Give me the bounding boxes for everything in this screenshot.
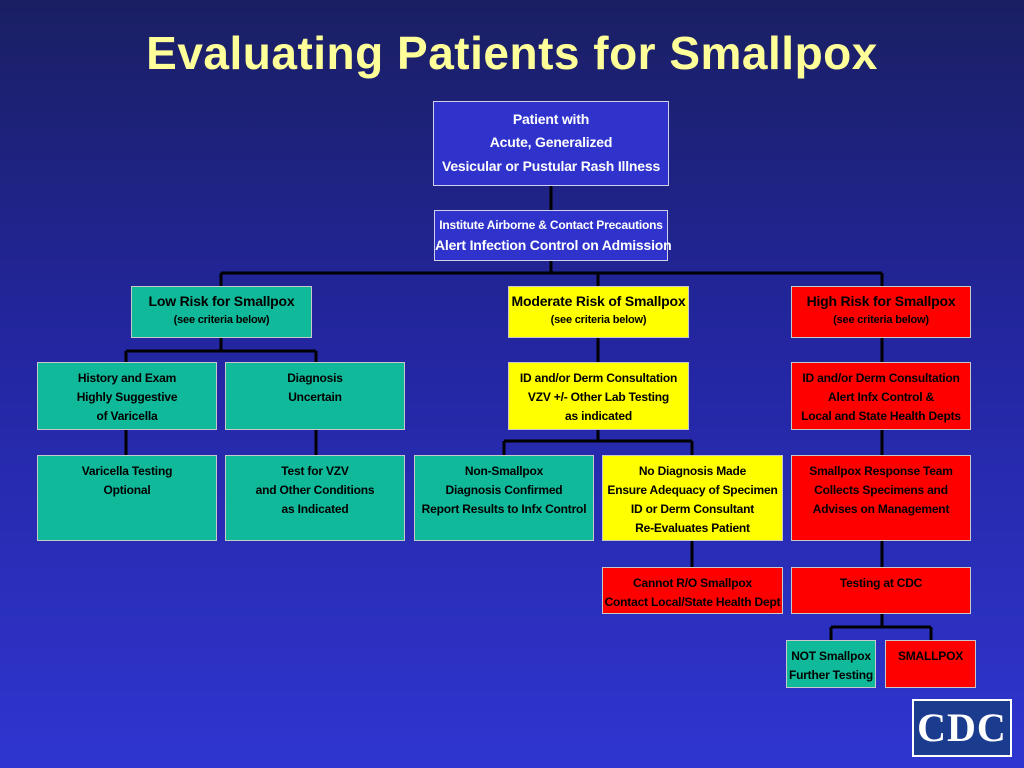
cdc-logo-text: CDC: [917, 705, 1007, 750]
precautions-box: Institute Airborne & Contact Precautions…: [434, 210, 672, 261]
non-smallpox-line-1: Non-Smallpox: [464, 464, 544, 478]
smallpox-line-1: SMALLPOX: [897, 649, 964, 663]
precautions-line-1: Institute Airborne & Contact Precautions: [439, 218, 663, 232]
patient-line-3: Vesicular or Pustular Rash Illness: [441, 158, 661, 174]
response-team-line-2: Collects Specimens and: [814, 483, 948, 497]
page-title: Evaluating Patients for Smallpox: [146, 27, 878, 79]
patient-line-1: Patient with: [512, 111, 590, 127]
moderate-consult-line-3: as indicated: [565, 409, 632, 423]
history-exam-line-1: History and Exam: [77, 371, 177, 385]
moderate-consult-line-2: VZV +/- Other Lab Testing: [527, 390, 670, 404]
no-diagnosis-line-4: Re-Evaluates Patient: [635, 521, 750, 535]
diagnosis-uncertain-line-2: Uncertain: [288, 390, 342, 404]
smallpox-box: SMALLPOX: [885, 640, 976, 688]
low-risk-box: Low Risk for Smallpox (see criteria belo…: [131, 286, 312, 338]
test-vzv-line-1: Test for VZV: [281, 464, 349, 478]
patient-box: Patient with Acute, Generalized Vesicula…: [433, 101, 669, 186]
no-diagnosis-line-2: Ensure Adequacy of Specimen: [607, 483, 778, 497]
non-smallpox-box: Non-Smallpox Diagnosis Confirmed Report …: [414, 455, 594, 541]
test-vzv-line-3: as Indicated: [281, 502, 349, 516]
cannot-ro-box: Cannot R/O Smallpox Contact Local/State …: [602, 567, 783, 614]
high-consult-line-1: ID and/or Derm Consultation: [802, 371, 960, 385]
history-exam-box: History and Exam Highly Suggestive of Va…: [37, 362, 217, 430]
no-diagnosis-box: No Diagnosis Made Ensure Adequacy of Spe…: [602, 455, 783, 541]
cannot-ro-line-1: Cannot R/O Smallpox: [633, 576, 752, 590]
non-smallpox-line-3: Report Results to Infx Control: [421, 502, 587, 516]
history-exam-line-3: of Varicella: [96, 409, 158, 423]
moderate-consult-box: ID and/or Derm Consultation VZV +/- Othe…: [508, 362, 689, 430]
low-risk-note: (see criteria below): [173, 314, 270, 326]
not-smallpox-box: NOT Smallpox Further Testing: [786, 640, 876, 688]
varicella-testing-line-1: Varicella Testing: [81, 464, 173, 478]
patient-line-2: Acute, Generalized: [489, 134, 613, 150]
high-risk-note: (see criteria below): [833, 314, 929, 326]
low-risk-title: Low Risk for Smallpox: [148, 293, 295, 309]
response-team-box: Smallpox Response Team Collects Specimen…: [791, 455, 971, 541]
high-consult-line-3: Local and State Health Depts: [801, 409, 961, 423]
response-team-line-1: Smallpox Response Team: [809, 464, 953, 478]
high-consult-box: ID and/or Derm Consultation Alert Infx C…: [791, 362, 971, 430]
high-risk-title: High Risk for Smallpox: [806, 293, 956, 309]
no-diagnosis-line-3: ID or Derm Consultant: [630, 502, 755, 516]
not-smallpox-line-2: Further Testing: [788, 668, 874, 682]
high-consult-line-2: Alert Infx Control &: [828, 390, 934, 404]
moderate-risk-note: (see criteria below): [550, 314, 647, 326]
moderate-consult-line-1: ID and/or Derm Consultation: [519, 371, 678, 385]
history-exam-line-2: Highly Suggestive: [76, 390, 178, 404]
moderate-risk-box: Moderate Risk of Smallpox (see criteria …: [508, 286, 689, 338]
cdc-logo: CDC: [912, 699, 1012, 757]
response-team-line-3: Advises on Management: [812, 502, 950, 516]
moderate-risk-title: Moderate Risk of Smallpox: [511, 293, 686, 309]
testing-cdc-box: Testing at CDC: [791, 567, 971, 614]
varicella-testing-box: Varicella Testing Optional: [37, 455, 217, 541]
cannot-ro-line-2: Contact Local/State Health Dept: [604, 595, 781, 609]
test-vzv-line-2: and Other Conditions: [255, 483, 375, 497]
diagnosis-uncertain-line-1: Diagnosis: [287, 371, 343, 385]
diagnosis-uncertain-box: Diagnosis Uncertain: [225, 362, 405, 430]
non-smallpox-line-2: Diagnosis Confirmed: [445, 483, 563, 497]
no-diagnosis-line-1: No Diagnosis Made: [638, 464, 747, 478]
testing-cdc-line-1: Testing at CDC: [839, 576, 923, 590]
not-smallpox-line-1: NOT Smallpox: [791, 649, 871, 663]
varicella-testing-line-2: Optional: [103, 483, 151, 497]
high-risk-box: High Risk for Smallpox (see criteria bel…: [791, 286, 971, 338]
test-vzv-box: Test for VZV and Other Conditions as Ind…: [225, 455, 405, 541]
precautions-line-2: Alert Infection Control on Admission: [435, 237, 672, 253]
